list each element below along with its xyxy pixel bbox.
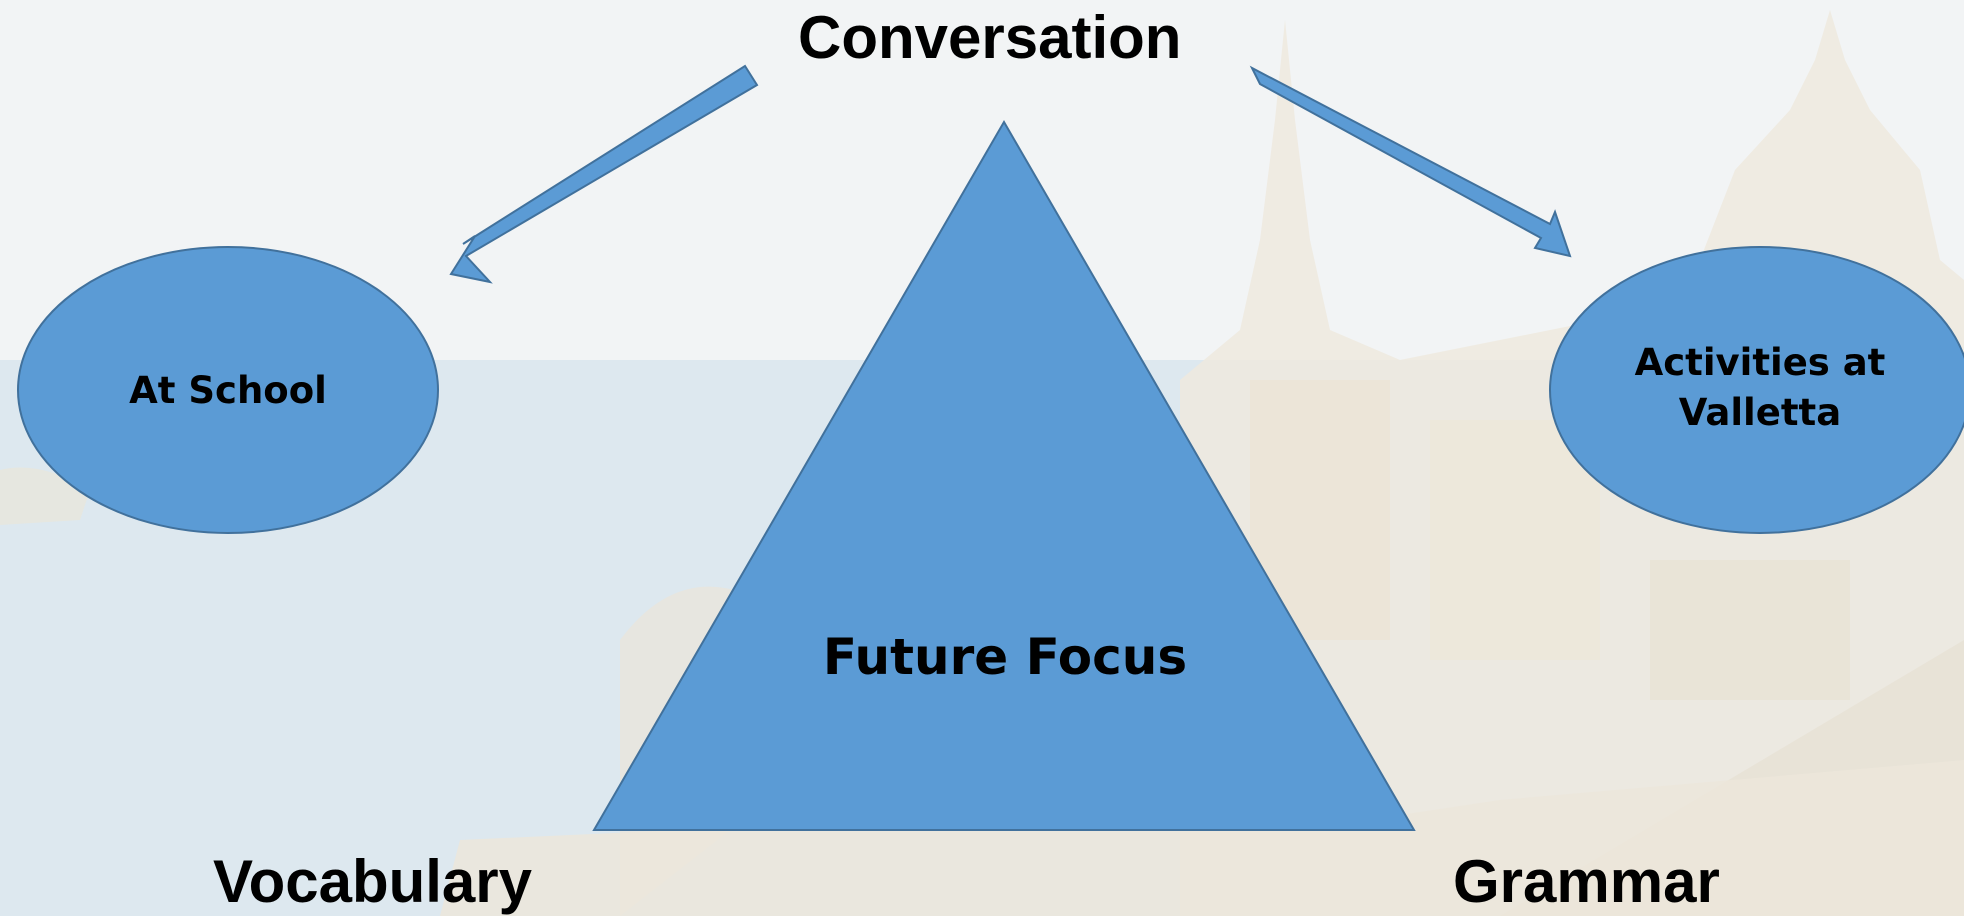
arrow-to-activities [1249, 65, 1572, 258]
label-vocabulary: Vocabulary [213, 848, 533, 915]
label-conversation: Conversation [798, 4, 1182, 71]
arrow-to-at-school [449, 64, 759, 284]
text-future-focus: Future Focus [822, 628, 1188, 686]
text-at-school: At School [129, 369, 327, 412]
triangle-future-focus [592, 120, 1416, 831]
ellipse-at-school [17, 246, 439, 534]
text-activities-at-valletta: Activities at Valletta [1590, 338, 1930, 438]
text-activities-line1: Activities at [1634, 341, 1886, 384]
ellipse-activities [1549, 246, 1964, 534]
label-grammar: Grammar [1453, 848, 1720, 915]
text-activities-line2: Valletta [1678, 390, 1842, 434]
